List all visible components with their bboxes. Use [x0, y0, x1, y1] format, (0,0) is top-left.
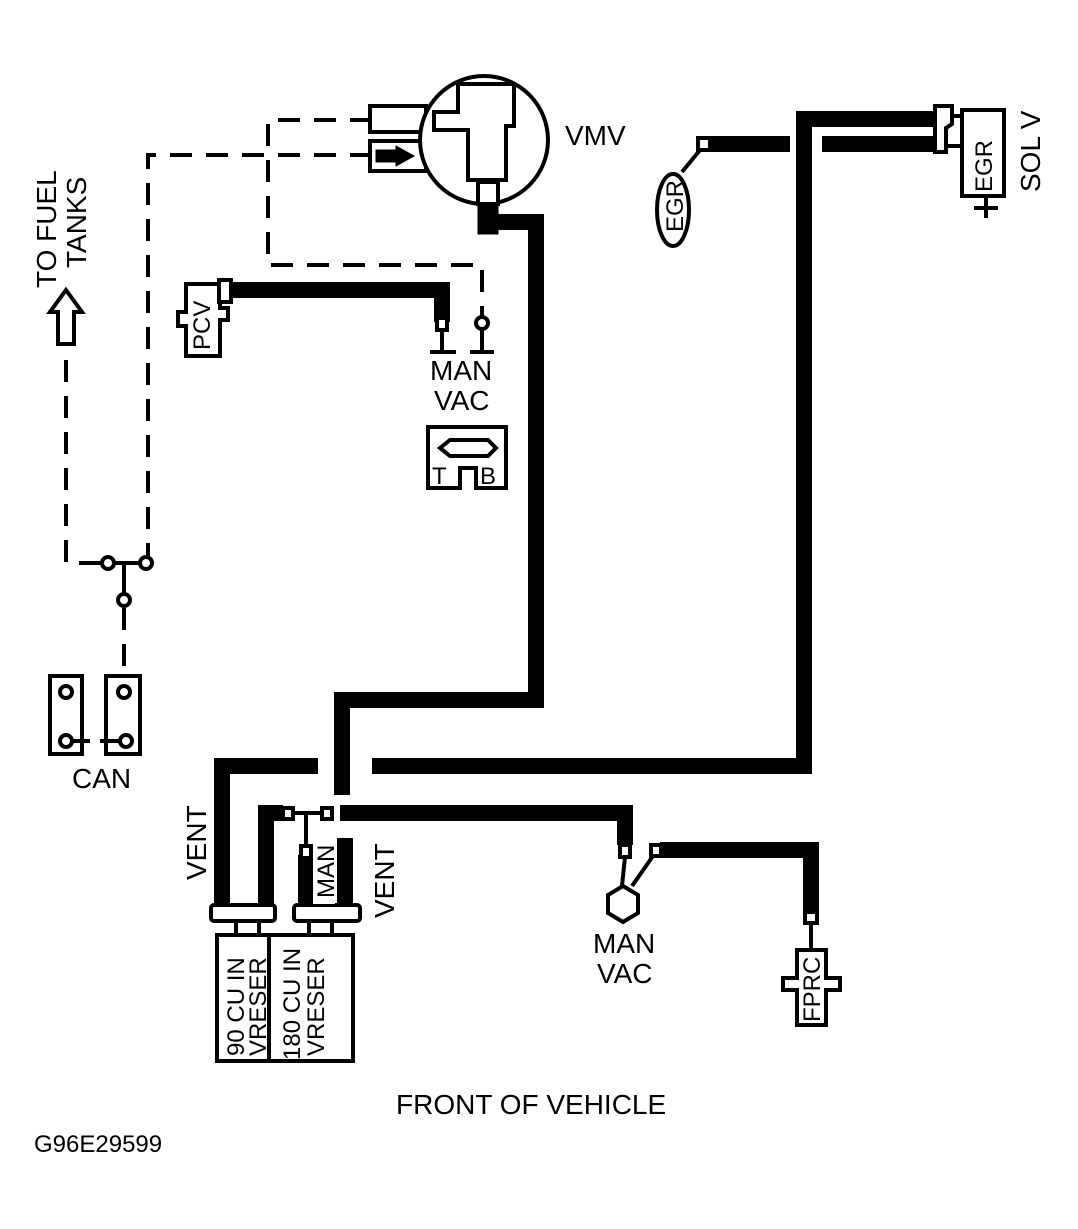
reservoir-180-port-bg — [313, 838, 335, 904]
vapor-line-fuel-tanks — [64, 360, 104, 565]
reservoir-180-port-label: MAN — [313, 845, 340, 898]
canister[interactable]: CAN — [48, 555, 154, 794]
vmv-plunger — [432, 82, 516, 182]
egr-label: EGR — [662, 180, 689, 232]
figure-id: G96E29599 — [34, 1131, 162, 1158]
canister-port-2 — [58, 733, 74, 749]
canister-port-1 — [58, 684, 74, 700]
tee-nipple-left — [281, 806, 295, 821]
fuel-tanks-indicator: TO FUEL TANKS — [31, 170, 92, 346]
hose-man-90 — [258, 805, 283, 905]
hose-vmv-main — [334, 214, 544, 795]
fprc-solenoid[interactable]: FPRC — [781, 910, 842, 1027]
egr-valve[interactable]: EGR — [655, 136, 712, 248]
pcv-body — [176, 282, 230, 358]
fprc-nipple — [803, 910, 819, 925]
man-vac-bottom-link-b — [630, 854, 655, 888]
man-vac-bottom-link-a — [620, 856, 627, 887]
tee-nipple-right — [320, 806, 334, 821]
vacuum-hoses — [214, 111, 935, 912]
manifold-hex-icon — [606, 883, 640, 925]
throttle-body-left: T — [432, 463, 447, 490]
man-vac-bottom-line2: VAC — [597, 958, 653, 989]
reservoir-90-line1: 90 CU IN — [223, 957, 250, 1056]
reservoir-180-line1: 180 CU IN — [279, 948, 306, 1060]
reservoir-180[interactable]: 180 CU IN VRESER MAN — [267, 838, 362, 1063]
man-vac-bottom-nipple-b — [649, 843, 663, 858]
reservoir-180-body — [267, 933, 355, 1063]
egr-sol-ports — [933, 104, 954, 154]
fprc-body — [781, 948, 842, 1027]
man-vac-top-line2: VAC — [434, 385, 490, 416]
man-vac-bottom: MAN VAC — [593, 843, 663, 989]
egr-sol-caption: SOL V — [1015, 110, 1046, 192]
reservoir-tee — [281, 806, 334, 860]
throttle-body-right: B — [480, 463, 496, 490]
reservoir-90-cap — [209, 903, 277, 923]
canister-junction-right — [138, 555, 154, 571]
egr-solenoid[interactable]: EGR SOL V — [933, 104, 1046, 218]
vent-left-label: VENT — [181, 805, 212, 880]
pcv-label: PCV — [189, 301, 216, 350]
hose-man-vac-bottom — [340, 805, 633, 845]
vent-right-label: VENT — [369, 843, 400, 918]
reservoir-90-port-label: MAN — [237, 845, 264, 898]
canister-port-3 — [116, 684, 132, 700]
vmv-valve[interactable]: VMV — [368, 74, 626, 235]
front-of-vehicle-label: FRONT OF VEHICLE — [396, 1089, 666, 1120]
fuel-tanks-line1: TO FUEL — [31, 170, 62, 288]
vapor-line-vmv-to-canister — [146, 153, 372, 563]
man-vac-port-right — [474, 315, 490, 331]
canister-port-4 — [118, 733, 134, 749]
egr-sol-label: EGR — [971, 140, 998, 192]
canister-label: CAN — [72, 763, 131, 794]
vmv-outlet — [477, 203, 499, 235]
man-vac-nipple-left — [435, 316, 449, 332]
egr-connector — [680, 148, 702, 174]
fprc-label: FPRC — [799, 957, 826, 1022]
canister-junction-bottom — [116, 592, 132, 608]
canister-junction-left — [100, 555, 116, 571]
hose-vent-90 — [214, 758, 318, 905]
vmv-flow-arrow-icon — [375, 145, 416, 167]
up-arrow-icon — [46, 286, 86, 346]
man-vac-bottom-line1: MAN — [593, 928, 655, 959]
reservoir-180-cap — [292, 903, 362, 923]
reservoir-180-line2: VRESER — [303, 957, 330, 1056]
man-vac-top: MAN VAC — [430, 315, 494, 416]
man-vac-bottom-nipple-a — [618, 843, 632, 859]
egr-body — [655, 172, 691, 248]
vmv-label: VMV — [565, 120, 626, 151]
pcv-valve[interactable]: PCV — [176, 278, 233, 358]
pcv-nipple — [217, 278, 233, 304]
throttle-body[interactable]: T B — [426, 425, 508, 490]
tee-nipple-bottom — [299, 844, 313, 860]
throttle-plate-icon — [436, 438, 499, 458]
hose-pcv — [228, 282, 450, 322]
vapor-line-vmv-to-manvac — [266, 118, 484, 318]
egr-nipple — [696, 136, 712, 152]
egr-sol-body — [960, 108, 1006, 198]
vmv-port-upper — [368, 104, 428, 134]
vmv-nipple — [476, 180, 500, 206]
hose-egr-sol-upper — [372, 111, 935, 774]
hose-fprc — [660, 842, 819, 912]
man-vac-top-line1: MAN — [430, 355, 492, 386]
fuel-tanks-line2: TANKS — [61, 177, 92, 268]
